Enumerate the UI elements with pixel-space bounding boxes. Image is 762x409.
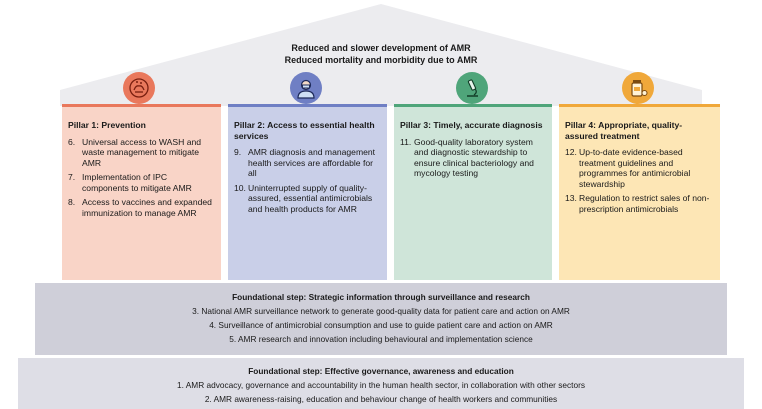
foundation-governance-education: Foundational step: Effective governance,… bbox=[18, 358, 744, 409]
foundation-surveillance-research: Foundational step: Strategic information… bbox=[35, 283, 727, 355]
pillar-title: Pillar 4: Appropriate, quality-assured t… bbox=[565, 120, 683, 141]
step-title: Foundational step: Strategic information… bbox=[232, 292, 530, 302]
microscope-icon bbox=[456, 72, 488, 104]
pillar-title: Pillar 3: Timely, accurate diagnosis bbox=[400, 120, 543, 130]
list-item: 2. AMR awareness-raising, education and … bbox=[204, 394, 558, 404]
list-item: 6.Universal access to WASH and waste man… bbox=[68, 136, 202, 168]
pillar-title: Pillar 2: Access to essential health ser… bbox=[234, 120, 375, 141]
list-item: 7.Implementation of IPC components to mi… bbox=[68, 172, 192, 193]
pillar-treatment: Pillar 4: Appropriate, quality-assured t… bbox=[559, 104, 720, 280]
list-item: 11.Good-quality laboratory system and di… bbox=[400, 136, 534, 179]
roof-goal-1: Reduced and slower development of AMR bbox=[291, 43, 471, 53]
medicine-bottle-icon bbox=[622, 72, 654, 104]
list-item: 5. AMR research and innovation including… bbox=[229, 334, 533, 344]
list-item: 9.AMR diagnosis and management health se… bbox=[234, 147, 376, 178]
hand-washing-icon bbox=[123, 72, 155, 104]
list-item: 13.Regulation to restrict sales of non-p… bbox=[565, 193, 710, 214]
pillar-title: Pillar 1: Prevention bbox=[68, 120, 146, 130]
roof-goal-2: Reduced mortality and morbidity due to A… bbox=[284, 55, 478, 65]
pillar-items: 9.AMR diagnosis and management health se… bbox=[234, 147, 381, 214]
pillar-items: 11.Good-quality laboratory system and di… bbox=[400, 137, 546, 179]
pillar-diagnosis: Pillar 3: Timely, accurate diagnosis 11.… bbox=[394, 104, 552, 280]
pillar-prevention: Pillar 1: Prevention 6.Universal access … bbox=[62, 104, 221, 280]
list-item: 1. AMR advocacy, governance and accounta… bbox=[176, 380, 585, 390]
step-title: Foundational step: Effective governance,… bbox=[248, 366, 514, 376]
list-item: 12.Up-to-date evidence-based treatment g… bbox=[565, 147, 691, 189]
pillar-items: 12.Up-to-date evidence-based treatment g… bbox=[565, 147, 714, 214]
pillar-access-health-services: Pillar 2: Access to essential health ser… bbox=[228, 104, 387, 280]
list-item: 4. Surveillance of antimicrobial consump… bbox=[209, 320, 553, 330]
roof bbox=[60, 4, 702, 106]
pillar-items: 6.Universal access to WASH and waste man… bbox=[68, 137, 215, 219]
list-item: 3. National AMR surveillance network to … bbox=[192, 306, 570, 316]
health-worker-icon bbox=[290, 72, 322, 104]
list-item: 10.Uninterrupted supply of quality-assur… bbox=[234, 182, 373, 214]
list-item: 8.Access to vaccines and expanded immuni… bbox=[68, 197, 212, 218]
